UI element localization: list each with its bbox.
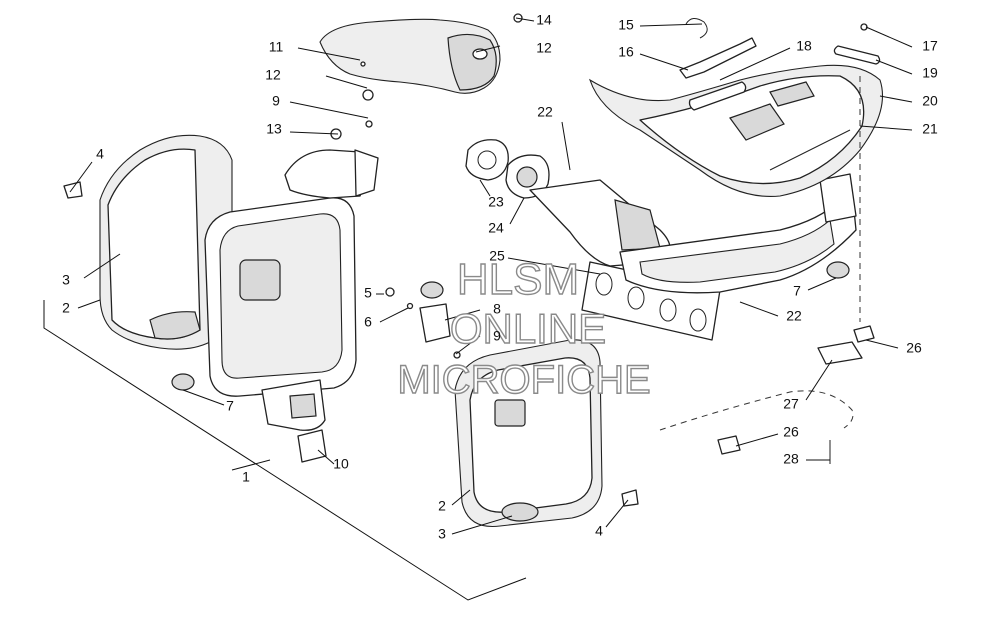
callout-28: 28: [783, 451, 799, 467]
callout-7-left: 7: [226, 398, 234, 414]
watermark-line-3: MICROFICHE: [397, 358, 650, 402]
callout-11: 11: [269, 39, 284, 55]
oxygen-sensor-and-clamps: [679, 18, 881, 111]
mount-bracket-and-harness: [659, 76, 875, 464]
front-muffler-shield: [454, 339, 603, 528]
callout-3-right: 3: [438, 526, 446, 542]
callout-22-bottom: 22: [786, 308, 802, 324]
callout-7-right: 7: [793, 283, 801, 299]
callout-9-lower: 9: [493, 328, 501, 344]
callout-23: 23: [488, 194, 504, 210]
callout-12-left: 12: [265, 67, 281, 83]
callout-12-right: 12: [536, 40, 552, 56]
rear-muffler-shield: [99, 134, 233, 350]
callout-10: 10: [333, 456, 349, 472]
manifold-heat-shield: [589, 64, 884, 198]
callout-26-right: 26: [906, 340, 922, 356]
small-hardware: [63, 13, 868, 507]
watermark-line-1: HLSM: [457, 255, 579, 304]
callout-27: 27: [783, 396, 799, 412]
upper-heat-shield: [319, 18, 501, 94]
callout-16: 16: [618, 44, 634, 60]
muffler-body: [204, 149, 379, 431]
callout-13: 13: [266, 121, 282, 137]
leader-lines: [69, 17, 913, 535]
callout-5: 5: [364, 285, 372, 301]
callout-2-left: 2: [62, 300, 70, 316]
callout-6: 6: [364, 314, 372, 330]
callout-21: 21: [922, 121, 938, 137]
callout-14: 14: [536, 12, 552, 28]
callout-22-top: 22: [537, 104, 553, 120]
callout-8: 8: [493, 301, 501, 317]
callout-25: 25: [489, 248, 505, 264]
callout-9-upper: 9: [272, 93, 280, 109]
callout-15: 15: [618, 17, 634, 33]
callout-3-left: 3: [62, 272, 70, 288]
callout-20: 20: [922, 93, 938, 109]
callout-2-right: 2: [438, 498, 446, 514]
callout-24: 24: [488, 220, 504, 236]
callout-4-left: 4: [96, 146, 104, 162]
callout-26-lower: 26: [783, 424, 799, 440]
callout-4-right: 4: [595, 523, 603, 539]
callout-labels: 1 2 2 3 3 4 4 5 6 7 7 8 9 9 10 11 12 12 …: [62, 12, 938, 542]
watermark-line-2: ONLINE: [450, 305, 606, 352]
catalyst-pipe: [529, 179, 671, 267]
exhaust-manifold: [619, 173, 857, 294]
gaskets: [465, 139, 721, 341]
callout-19: 19: [922, 65, 938, 81]
callout-18: 18: [796, 38, 812, 54]
callout-1: 1: [242, 469, 250, 485]
callout-17: 17: [922, 38, 938, 54]
